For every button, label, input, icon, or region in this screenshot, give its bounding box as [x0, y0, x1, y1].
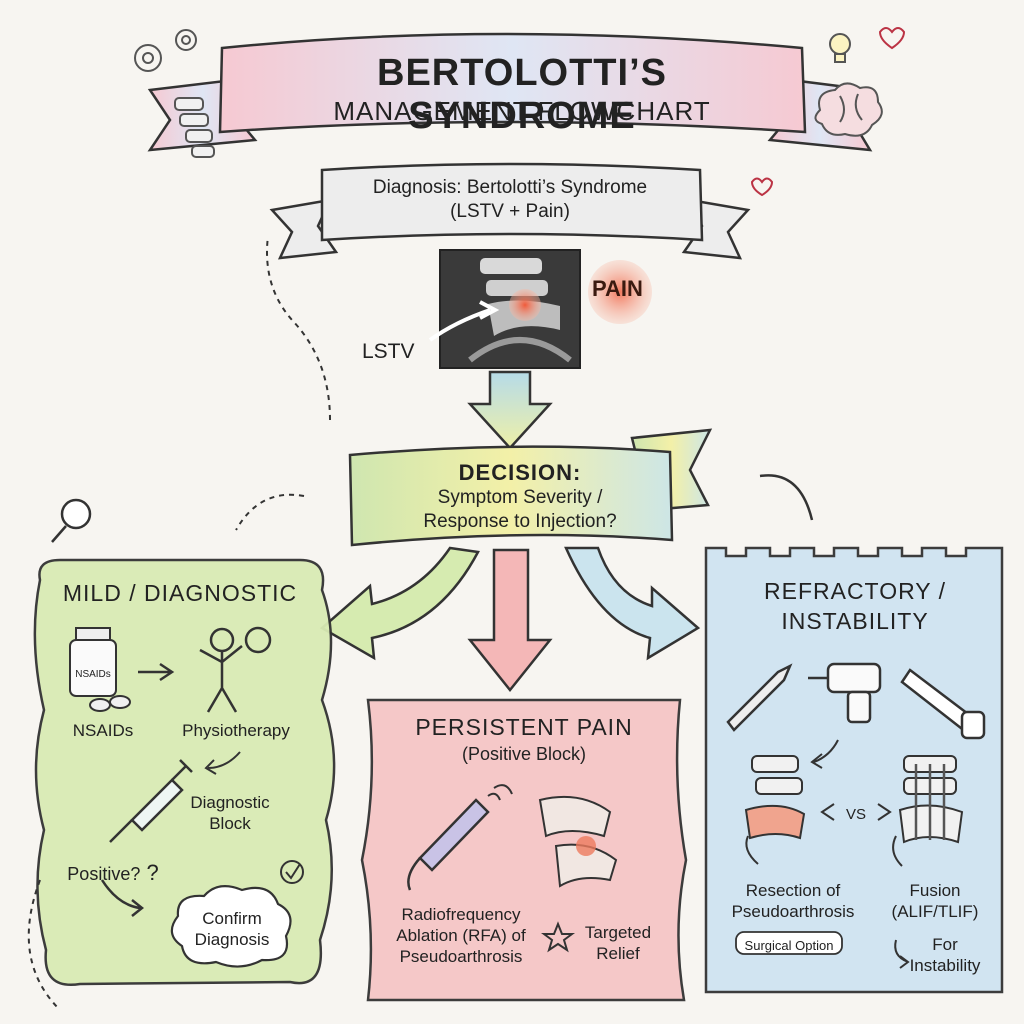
- resection-label: Resection of Pseudoarthrosis: [718, 880, 868, 922]
- saw-icon: [900, 668, 986, 740]
- persistent-title: PERSISTENT PAIN: [415, 714, 633, 740]
- title-line1: BERTOLOTTI’S SYNDROME: [377, 52, 667, 137]
- diagnosis-line2: (LSTV + Pain): [450, 201, 570, 222]
- physio-label: Physiotherapy: [182, 721, 290, 740]
- fusion-line1: Fusion: [909, 881, 961, 900]
- fusion-line2: (ALIF/TLIF): [891, 902, 979, 921]
- resection-line2: Pseudoarthrosis: [731, 902, 855, 921]
- spine-icon: [174, 97, 215, 158]
- scalpel-icon: [726, 663, 793, 732]
- decision-text: DECISION: Symptom Severity / Response to…: [370, 460, 670, 534]
- diagnosis-text: Diagnosis: Bertolotti’s Syndrome (LSTV +…: [300, 176, 720, 224]
- arrow-to-persistent: [467, 548, 553, 693]
- decision-line1: Symptom Severity /: [437, 487, 603, 508]
- mild-title: MILD / DIAGNOSTIC: [62, 580, 298, 606]
- resection-vertebra-icon: [744, 755, 806, 840]
- positive-label: Positive? ?: [58, 862, 168, 885]
- decision-heading: DECISION:: [458, 460, 582, 485]
- diagnosis-line1: Diagnosis: Bertolotti’s Syndrome: [372, 177, 648, 198]
- rfa-label: Radiofrequency Ablation (RFA) of Pseudoa…: [376, 904, 546, 967]
- drill-icon: [808, 662, 882, 724]
- decision-line2: Response to Injection?: [423, 511, 617, 532]
- arrow-to-refractory: [564, 546, 701, 661]
- instability-line2: Instability: [909, 956, 981, 975]
- relief-line1: Targeted: [584, 923, 652, 942]
- brain-icon: [814, 82, 883, 137]
- surgical-option-label: Surgical Option: [744, 938, 834, 953]
- question-mark-icon: ?: [140, 860, 159, 885]
- persistent-panel: [360, 698, 688, 1002]
- heart-icon: [878, 27, 906, 50]
- refractory-title: REFRACTORY / INSTABILITY: [710, 576, 1000, 636]
- dashed-connector-left: [266, 235, 331, 421]
- nsaids-label: NSAIDs: [72, 721, 134, 740]
- confirm-line1: Confirm: [202, 909, 262, 928]
- pain-label: PAIN: [592, 276, 643, 301]
- xray-image: [428, 249, 581, 369]
- targeted-relief-label: Targeted Relief: [572, 922, 664, 964]
- resection-line1: Resection of: [745, 881, 841, 900]
- arrow-nsaid-to-physio: [138, 662, 175, 682]
- title-line2: MANAGEMENT FLOWCHART: [333, 96, 711, 126]
- lstv-label: LSTV: [362, 340, 415, 363]
- vertebra-pain-icon: [538, 795, 618, 888]
- confirm-cloud: [170, 885, 292, 968]
- fusion-label: Fusion (ALIF/TLIF): [880, 880, 990, 922]
- rfa-probe-icon: [407, 784, 513, 891]
- dashed-connector-bottom-left: [27, 879, 61, 1011]
- bottle-label: NSAIDs: [75, 669, 111, 680]
- confirm-line2: Diagnosis: [194, 930, 270, 949]
- confirm-diagnosis-label: Confirm Diagnosis: [182, 908, 282, 950]
- diagnosis-banner: [269, 162, 751, 260]
- relief-line2: Relief: [596, 944, 640, 963]
- fusion-vertebra-icon: [898, 755, 964, 844]
- lightbulb-icon: [829, 33, 851, 63]
- rfa-line3: Pseudoarthrosis: [399, 947, 523, 966]
- dashed-connector-mild: [235, 493, 305, 531]
- instability-line1: For: [932, 935, 958, 954]
- decision-banner: [348, 428, 713, 547]
- vs-label: VS: [845, 806, 866, 823]
- block-line1: Diagnostic: [190, 793, 270, 812]
- persistent-subtitle: (Positive Block): [461, 744, 587, 764]
- arrow-to-decision: [467, 370, 553, 450]
- refractory-panel: [704, 546, 1004, 994]
- refractory-title-line1: REFRACTORY /: [764, 578, 946, 604]
- arrow-to-mild: [319, 546, 480, 661]
- nsaid-bottle-icon: [69, 627, 131, 712]
- refractory-title-line2: INSTABILITY: [781, 608, 929, 634]
- star-icon: [541, 921, 575, 953]
- physiotherapy-figure: [199, 626, 272, 713]
- positive-text: Positive?: [67, 864, 141, 884]
- diagnostic-block-label: Diagnostic Block: [180, 792, 280, 834]
- surgical-option-tag: [735, 931, 843, 955]
- rfa-line1: Radiofrequency: [401, 905, 521, 924]
- syringe-icon: [109, 759, 193, 843]
- gear-icon: [134, 29, 197, 72]
- block-line2: Block: [209, 814, 251, 833]
- rfa-line2: Ablation (RFA) of: [396, 926, 526, 945]
- pain-burst: [588, 260, 652, 324]
- instability-label: For Instability: [900, 934, 990, 976]
- magnifier-icon: [51, 498, 92, 543]
